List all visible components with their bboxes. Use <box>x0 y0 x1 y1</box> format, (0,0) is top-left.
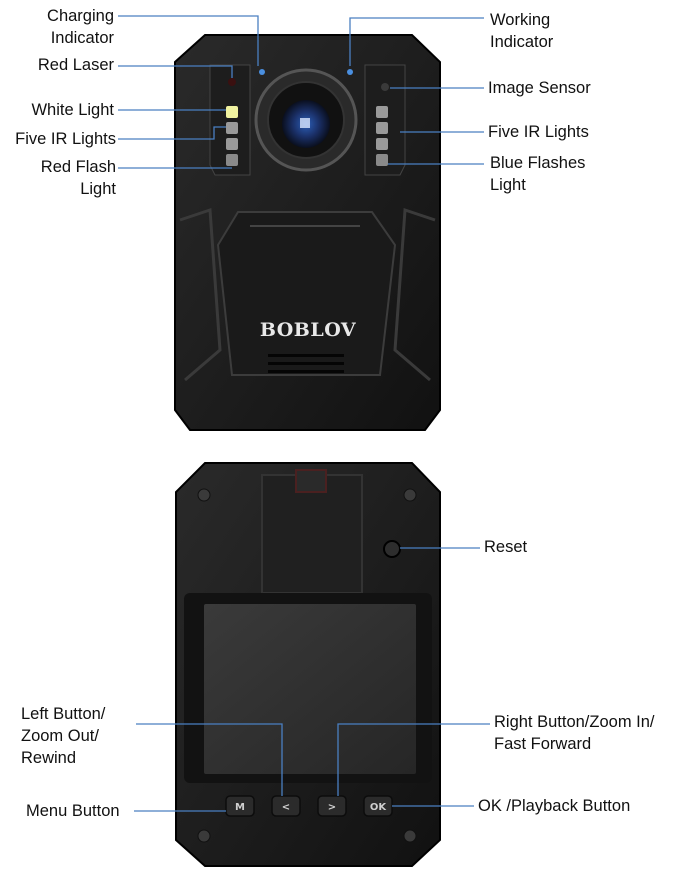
label-ok-button: OK /Playback Button <box>478 797 631 815</box>
front-right-led-panel <box>364 64 406 176</box>
label-five-ir-lights-right: Five IR Lights <box>488 123 589 141</box>
brand-logo: BOBLOV <box>260 319 357 341</box>
charging-indicator-dot <box>259 69 265 75</box>
menu-button-glyph: M <box>235 802 245 813</box>
label-reset: Reset <box>484 538 528 556</box>
screw-top-left <box>197 488 211 502</box>
label-right-button: Right Button/Zoom In/ Fast Forward <box>494 713 655 753</box>
label-working-indicator: Working Indicator <box>490 11 554 51</box>
label-blue-flashes-light: Blue Flashes Light <box>490 154 586 194</box>
front-left-led-panel <box>209 64 251 176</box>
label-red-flash-light: Red Flash Light <box>40 158 116 198</box>
screw-bottom-left <box>197 829 211 843</box>
leader-right-button <box>337 723 490 796</box>
ir-light-right-3 <box>376 138 388 150</box>
left-button[interactable]: < <box>271 795 301 817</box>
lens-reflection <box>300 118 310 128</box>
working-indicator-dot <box>347 69 353 75</box>
leader-red-laser <box>118 65 233 78</box>
label-menu-button: Menu Button <box>26 802 120 820</box>
leader-lines <box>118 15 490 812</box>
ok-button-glyph: OK <box>370 802 388 813</box>
label-left-button: Left Button/ Zoom Out/ Rewind <box>21 705 106 767</box>
red-laser-dot <box>228 78 236 86</box>
ir-light-right-2 <box>376 122 388 134</box>
front-left-side-ridge <box>179 207 222 382</box>
label-image-sensor: Image Sensor <box>488 79 591 97</box>
leader-working-indicator <box>349 17 484 66</box>
ir-light-right-1 <box>376 106 388 118</box>
ir-light-left-2 <box>226 138 238 150</box>
label-five-ir-lights-left: Five IR Lights <box>15 130 116 148</box>
menu-button[interactable]: M <box>225 795 255 817</box>
screw-top-right <box>403 488 417 502</box>
image-sensor-dot <box>381 83 389 91</box>
speaker-grill-slot-1 <box>268 354 344 357</box>
front-center-panel <box>216 211 397 376</box>
ir-light-left-1 <box>226 122 238 134</box>
back-camera: M < > OK <box>175 462 441 867</box>
blue-flash-light <box>376 154 388 166</box>
speaker-grill-slot-2 <box>268 362 344 365</box>
clip-latch <box>295 469 327 493</box>
leader-charging-indicator <box>118 15 259 66</box>
ir-light-left-3 <box>226 154 238 166</box>
display-screen <box>204 604 416 774</box>
clip-mount <box>261 474 363 594</box>
leader-five-ir-left <box>118 126 226 140</box>
label-white-light: White Light <box>31 101 114 119</box>
screw-bottom-right <box>403 829 417 843</box>
label-red-laser: Red Laser <box>37 56 114 74</box>
speaker-grill-slot-3 <box>268 370 344 373</box>
ok-button[interactable]: OK <box>363 795 393 817</box>
right-button-glyph: > <box>328 802 336 813</box>
white-light <box>226 106 238 118</box>
right-button[interactable]: > <box>317 795 347 817</box>
reset-button[interactable] <box>383 540 401 558</box>
front-right-side-ridge <box>393 207 436 382</box>
left-button-glyph: < <box>282 802 290 813</box>
front-camera: BOBLOV <box>174 34 441 431</box>
label-charging-indicator: Charging Indicator <box>47 7 114 47</box>
leader-left-button <box>136 723 283 796</box>
